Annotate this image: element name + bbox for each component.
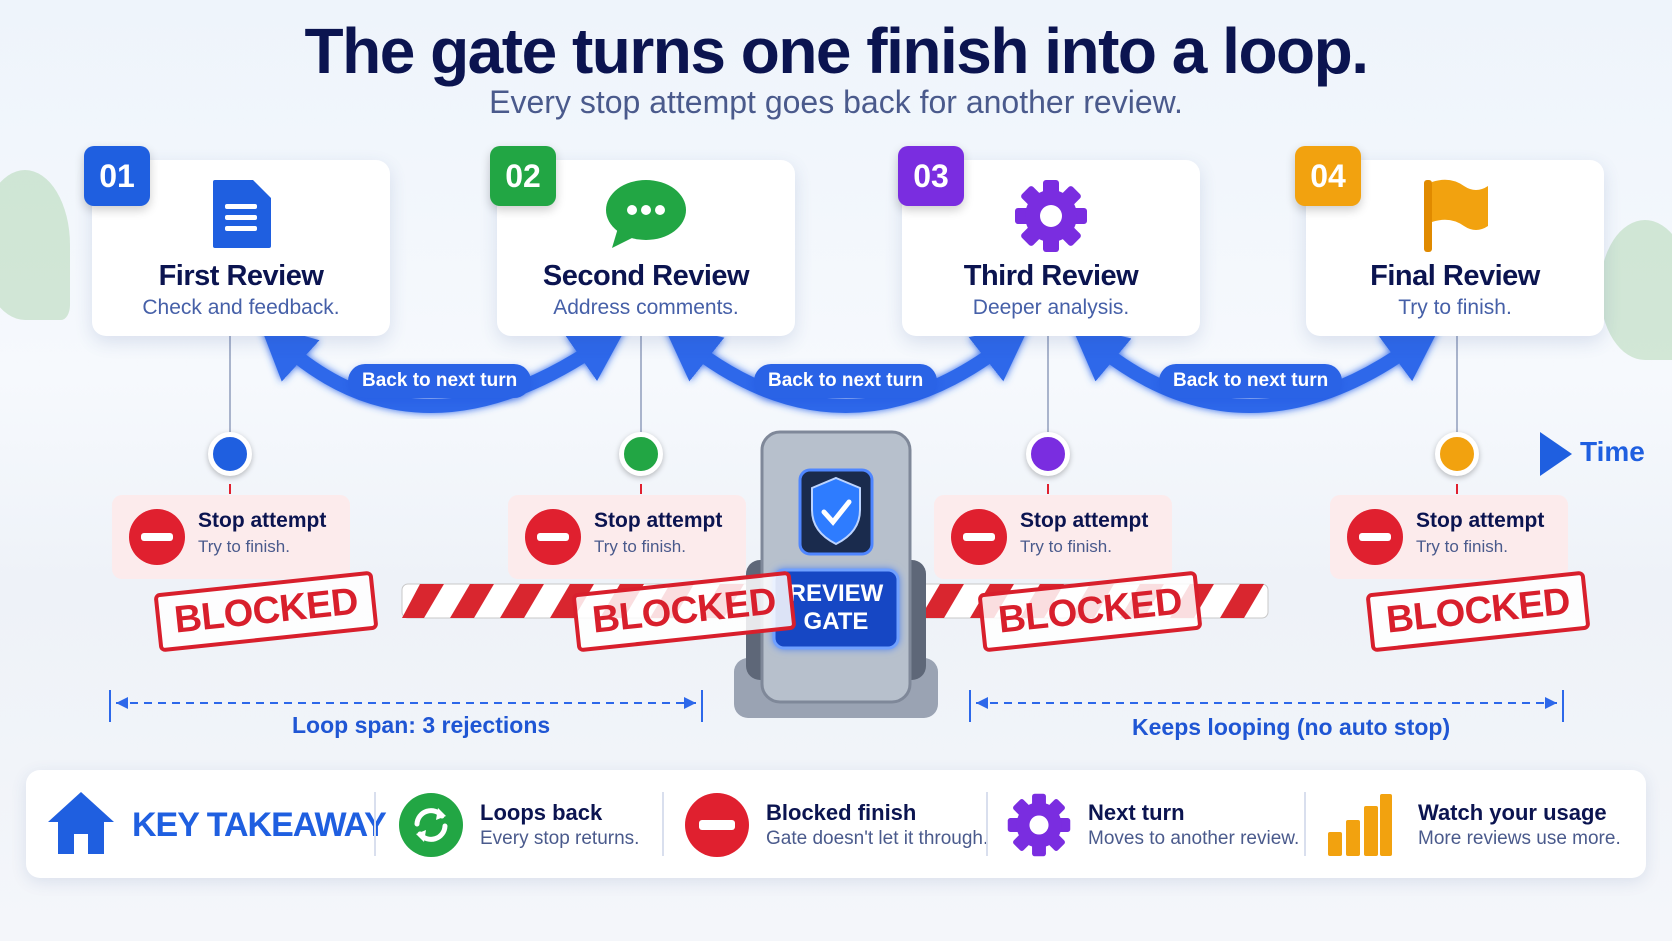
loop-arrow	[259, 323, 627, 413]
stop-title: Stop attempt	[1416, 509, 1545, 532]
timeline-dot	[208, 432, 252, 476]
gear-icon	[1015, 180, 1087, 252]
refresh-icon	[399, 793, 463, 857]
no-entry-icon	[951, 509, 1007, 565]
key-takeaway-panel: KEY TAKEAWAY Loops back Every stop retur…	[26, 770, 1646, 878]
step-badge: 01	[84, 146, 150, 206]
takeaway-item-sub: Gate doesn't let it through.	[766, 828, 989, 849]
stop-attempt-2: Stop attempt Try to finish.	[508, 495, 746, 579]
document-icon	[213, 180, 271, 248]
step-badge: 02	[490, 146, 556, 206]
stop-title: Stop attempt	[198, 509, 327, 532]
card-title: Third Review	[963, 260, 1139, 292]
divider	[986, 792, 988, 856]
chat-bubble-icon	[606, 180, 686, 248]
timeline-label: Time	[1580, 436, 1645, 467]
card-subtitle: Deeper analysis.	[972, 296, 1130, 319]
review-gate-machine	[734, 430, 938, 718]
background-plant	[0, 170, 70, 320]
no-entry-icon	[525, 509, 581, 565]
span-label-right: Keeps looping (no auto stop)	[1132, 714, 1451, 740]
timeline-dot	[1026, 432, 1070, 476]
no-entry-icon	[129, 509, 185, 565]
flag-icon	[1424, 179, 1488, 252]
page-title: The gate turns one finish into a loop.	[304, 15, 1370, 87]
card-subtitle: Try to finish.	[1398, 296, 1512, 319]
takeaway-item-sub: Every stop returns.	[480, 828, 640, 849]
shield-check-icon	[811, 476, 861, 546]
timeline-dot	[1435, 432, 1479, 476]
card-title: Second Review	[542, 260, 750, 292]
divider	[374, 792, 376, 856]
loop-arrow	[1070, 324, 1441, 413]
page-subtitle: Every stop attempt goes back for another…	[489, 84, 1183, 120]
bar-chart-icon	[1328, 794, 1392, 856]
stop-attempt-4: Stop attempt Try to finish.	[1330, 495, 1568, 579]
stop-subtitle: Try to finish.	[1020, 537, 1112, 556]
card-title: First Review	[158, 260, 324, 292]
home-icon	[48, 792, 114, 854]
card-subtitle: Address comments.	[553, 296, 739, 319]
takeaway-item-sub: More reviews use more.	[1418, 828, 1621, 849]
takeaway-item-title: Loops back	[480, 800, 603, 825]
stop-subtitle: Try to finish.	[1416, 537, 1508, 556]
card-title: Final Review	[1370, 260, 1540, 292]
stop-attempt-1: Stop attempt Try to finish.	[112, 495, 350, 579]
takeaway-item-title: Watch your usage	[1418, 800, 1607, 825]
stop-subtitle: Try to finish.	[198, 537, 290, 556]
no-entry-icon	[1347, 509, 1403, 565]
divider	[662, 792, 664, 856]
span-label-left: Loop span: 3 rejections	[292, 712, 551, 738]
stop-attempt-3: Stop attempt Try to finish.	[934, 495, 1172, 579]
takeaway-item-title: Blocked finish	[766, 800, 917, 825]
loop-label: Back to next turn	[754, 364, 938, 398]
gear-icon	[1007, 793, 1071, 857]
stop-subtitle: Try to finish.	[594, 537, 686, 556]
stop-title: Stop attempt	[1020, 509, 1149, 532]
step-badge: 03	[898, 146, 964, 206]
background-plant	[1600, 220, 1672, 360]
loop-arrow	[663, 324, 1031, 413]
takeaway-heading: KEY TAKEAWAY	[132, 806, 387, 844]
timeline-arrowhead	[1540, 432, 1572, 476]
no-entry-icon	[685, 793, 749, 857]
stop-title: Stop attempt	[594, 509, 723, 532]
takeaway-item-sub: Moves to another review.	[1088, 828, 1300, 849]
loop-label: Back to next turn	[348, 364, 532, 398]
takeaway-item-title: Next turn	[1088, 800, 1185, 825]
step-badge: 04	[1295, 146, 1361, 206]
loop-label: Back to next turn	[1159, 364, 1343, 398]
gate-label: REVIEW GATE	[788, 580, 884, 635]
timeline-dot	[619, 432, 663, 476]
card-subtitle: Check and feedback.	[142, 296, 340, 319]
divider	[1304, 792, 1306, 856]
